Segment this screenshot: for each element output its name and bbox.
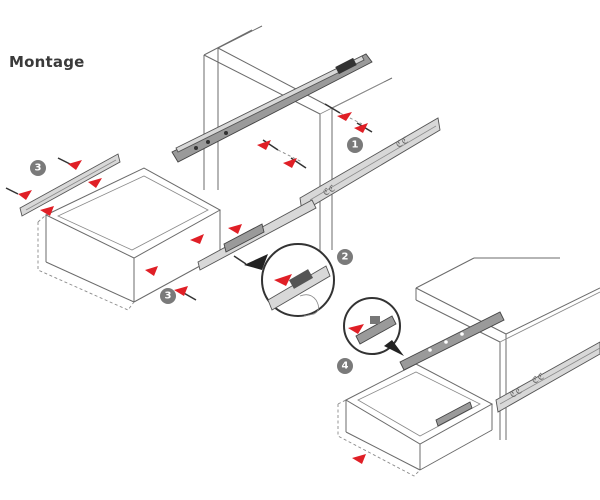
lower-cabinet <box>415 257 600 440</box>
step-badge-3-bottom: 3 <box>160 288 176 304</box>
step-badge-2: 2 <box>337 249 353 265</box>
lower-rail-right: ℭℭ ℭℭ <box>495 341 600 413</box>
lower-inner-rail <box>399 311 505 371</box>
svg-text:4: 4 <box>342 361 349 372</box>
side-rail-right: ℭℭ ℭℭ <box>299 117 441 213</box>
upper-cabinet <box>203 25 393 260</box>
detail-magnifier-step-4 <box>343 297 404 356</box>
drawer-screw-bottom <box>174 286 197 301</box>
detail-magnifier-step-2 <box>244 243 335 317</box>
step-badge-3-top: 3 <box>30 160 46 176</box>
step-badge-1: 1 <box>347 137 363 153</box>
svg-text:1: 1 <box>352 140 359 151</box>
hand-pointer-icon <box>299 294 319 317</box>
drawer-box-right <box>337 363 494 477</box>
svg-text:3: 3 <box>35 163 42 174</box>
drawer-box-left <box>37 167 222 311</box>
page-title: Montage <box>9 53 85 71</box>
middle-rail <box>197 199 317 271</box>
upper-screws <box>257 103 373 169</box>
svg-text:3: 3 <box>165 291 172 302</box>
svg-text:2: 2 <box>342 252 349 263</box>
drawer-rail-left <box>5 153 121 217</box>
step-badge-4: 4 <box>337 358 353 374</box>
upper-rail <box>171 53 373 163</box>
